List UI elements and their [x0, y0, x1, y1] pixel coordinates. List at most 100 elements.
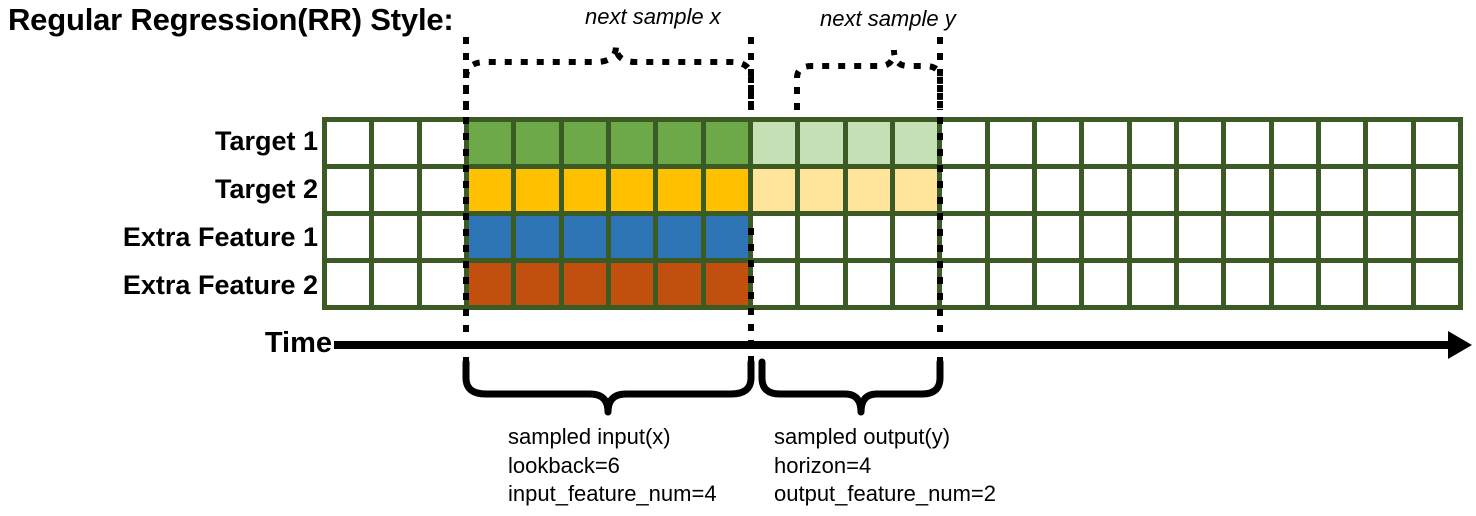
grid-cell-extra-feature-1-21: [1320, 216, 1364, 258]
grid-cell-extra-feature-2-10: [800, 263, 843, 305]
grid-cell-target-1-18: [1178, 122, 1222, 164]
timeseries-grid: [322, 117, 1463, 310]
note-sampled-output-line-3: output_feature_num=2: [774, 481, 997, 507]
grid-cell-target-2-4: [516, 169, 559, 211]
grid-cell-target-2-1: [374, 169, 417, 211]
grid-cell-extra-feature-2-18: [1178, 263, 1222, 305]
grid-cell-target-1-8: [705, 122, 748, 164]
grid-cell-target-2-12: [894, 169, 938, 211]
grid-cell-target-1-3: [468, 122, 512, 164]
grid-cell-extra-feature-2-3: [468, 263, 512, 305]
note-sampled-output-line-2: horizon=4: [774, 452, 872, 478]
grid-cell-extra-feature-2-7: [658, 263, 701, 305]
grid-cell-extra-feature-1-19: [1226, 216, 1269, 258]
grid-row-extra-feature-2: [327, 263, 1458, 305]
top-brace-x: [463, 45, 754, 110]
grid-cell-extra-feature-1-8: [705, 216, 748, 258]
grid-cell-target-2-0: [327, 169, 370, 211]
grid-cell-target-2-14: [989, 169, 1032, 211]
grid-row-extra-feature-1: [327, 216, 1458, 258]
grid-cell-target-1-20: [1273, 122, 1316, 164]
grid-cell-target-2-5: [563, 169, 606, 211]
grid-cell-target-2-13: [942, 169, 985, 211]
bottom-brace-output: [758, 358, 944, 416]
time-axis-label: Time: [264, 327, 332, 359]
grid-cell-extra-feature-2-15: [1036, 263, 1080, 305]
top-brace-label-next-sample-y: next sample y: [820, 6, 956, 31]
grid-cell-extra-feature-1-16: [1084, 216, 1127, 258]
row-label-extra-feature-2: Extra Feature 2: [122, 270, 318, 300]
grid-cell-extra-feature-1-10: [800, 216, 843, 258]
grid-cell-extra-feature-1-12: [894, 216, 938, 258]
grid-cell-extra-feature-1-11: [847, 216, 890, 258]
grid-cell-target-1-0: [327, 122, 370, 164]
grid-cell-target-2-9: [752, 169, 796, 211]
grid-cell-extra-feature-2-13: [942, 263, 985, 305]
grid-cell-extra-feature-2-1: [374, 263, 417, 305]
grid-cell-extra-feature-2-5: [563, 263, 606, 305]
note-sampled-input: sampled input(x) lookback=6 input_featur…: [508, 423, 717, 509]
grid-cell-extra-feature-1-0: [327, 216, 370, 258]
grid-cell-target-1-2: [421, 122, 464, 164]
grid-cell-target-2-3: [468, 169, 512, 211]
grid-cell-extra-feature-2-14: [989, 263, 1032, 305]
grid-cell-extra-feature-2-20: [1273, 263, 1316, 305]
grid-cell-target-1-23: [1415, 122, 1458, 164]
grid-cell-extra-feature-2-16: [1084, 263, 1127, 305]
grid-cell-extra-feature-2-6: [610, 263, 654, 305]
grid-cell-extra-feature-2-23: [1415, 263, 1458, 305]
grid-cell-extra-feature-2-9: [752, 263, 796, 305]
note-sampled-input-line-3: input_feature_num=4: [508, 481, 717, 507]
grid-cell-extra-feature-2-12: [894, 263, 938, 305]
grid-cell-target-1-22: [1368, 122, 1411, 164]
grid-cell-target-2-21: [1320, 169, 1364, 211]
grid-cell-extra-feature-1-14: [989, 216, 1032, 258]
grid-cell-extra-feature-1-3: [468, 216, 512, 258]
grid-cell-extra-feature-1-22: [1368, 216, 1411, 258]
top-brace-y: [794, 49, 943, 110]
row-label-target-1: Target 1: [214, 126, 318, 156]
grid-cell-target-1-19: [1226, 122, 1269, 164]
grid-cell-extra-feature-1-4: [516, 216, 559, 258]
grid-cell-extra-feature-2-11: [847, 263, 890, 305]
grid-cell-target-1-4: [516, 122, 559, 164]
page-title: Regular Regression(RR) Style:: [8, 2, 454, 37]
grid-cell-extra-feature-2-0: [327, 263, 370, 305]
grid-cell-target-1-6: [610, 122, 654, 164]
note-sampled-input-line-1: sampled input(x): [508, 424, 671, 449]
grid-cell-extra-feature-1-18: [1178, 216, 1222, 258]
grid-cell-target-2-22: [1368, 169, 1411, 211]
grid-cell-extra-feature-2-21: [1320, 263, 1364, 305]
grid-cell-extra-feature-2-22: [1368, 263, 1411, 305]
grid-cell-target-2-6: [610, 169, 654, 211]
grid-cell-target-1-21: [1320, 122, 1364, 164]
grid-cell-target-2-17: [1131, 169, 1174, 211]
grid-cell-extra-feature-1-23: [1415, 216, 1458, 258]
grid-cell-target-2-10: [800, 169, 843, 211]
grid-cell-extra-feature-1-9: [752, 216, 796, 258]
grid-cell-extra-feature-1-7: [658, 216, 701, 258]
grid-cell-extra-feature-1-5: [563, 216, 606, 258]
grid-cell-target-2-16: [1084, 169, 1127, 211]
grid-cell-target-2-7: [658, 169, 701, 211]
grid-cell-extra-feature-1-2: [421, 216, 464, 258]
row-label-extra-feature-1: Extra Feature 1: [122, 222, 318, 252]
grid-row-target-1: [327, 122, 1458, 164]
note-sampled-output: sampled output(y) horizon=4 output_featu…: [774, 423, 996, 509]
grid-cell-target-2-20: [1273, 169, 1316, 211]
grid-cell-extra-feature-1-15: [1036, 216, 1080, 258]
grid-cell-extra-feature-1-6: [610, 216, 654, 258]
grid-cell-target-1-5: [563, 122, 606, 164]
grid-cell-target-1-10: [800, 122, 843, 164]
grid-cell-target-2-15: [1036, 169, 1080, 211]
grid-cell-extra-feature-1-20: [1273, 216, 1316, 258]
grid-cell-target-1-9: [752, 122, 796, 164]
grid-cell-extra-feature-2-19: [1226, 263, 1269, 305]
note-sampled-input-line-2: lookback=6: [508, 452, 620, 478]
grid-cell-target-1-11: [847, 122, 890, 164]
grid-cell-target-1-1: [374, 122, 417, 164]
grid-cell-extra-feature-2-17: [1131, 263, 1174, 305]
grid-cell-target-1-7: [658, 122, 701, 164]
grid-cell-target-2-2: [421, 169, 464, 211]
